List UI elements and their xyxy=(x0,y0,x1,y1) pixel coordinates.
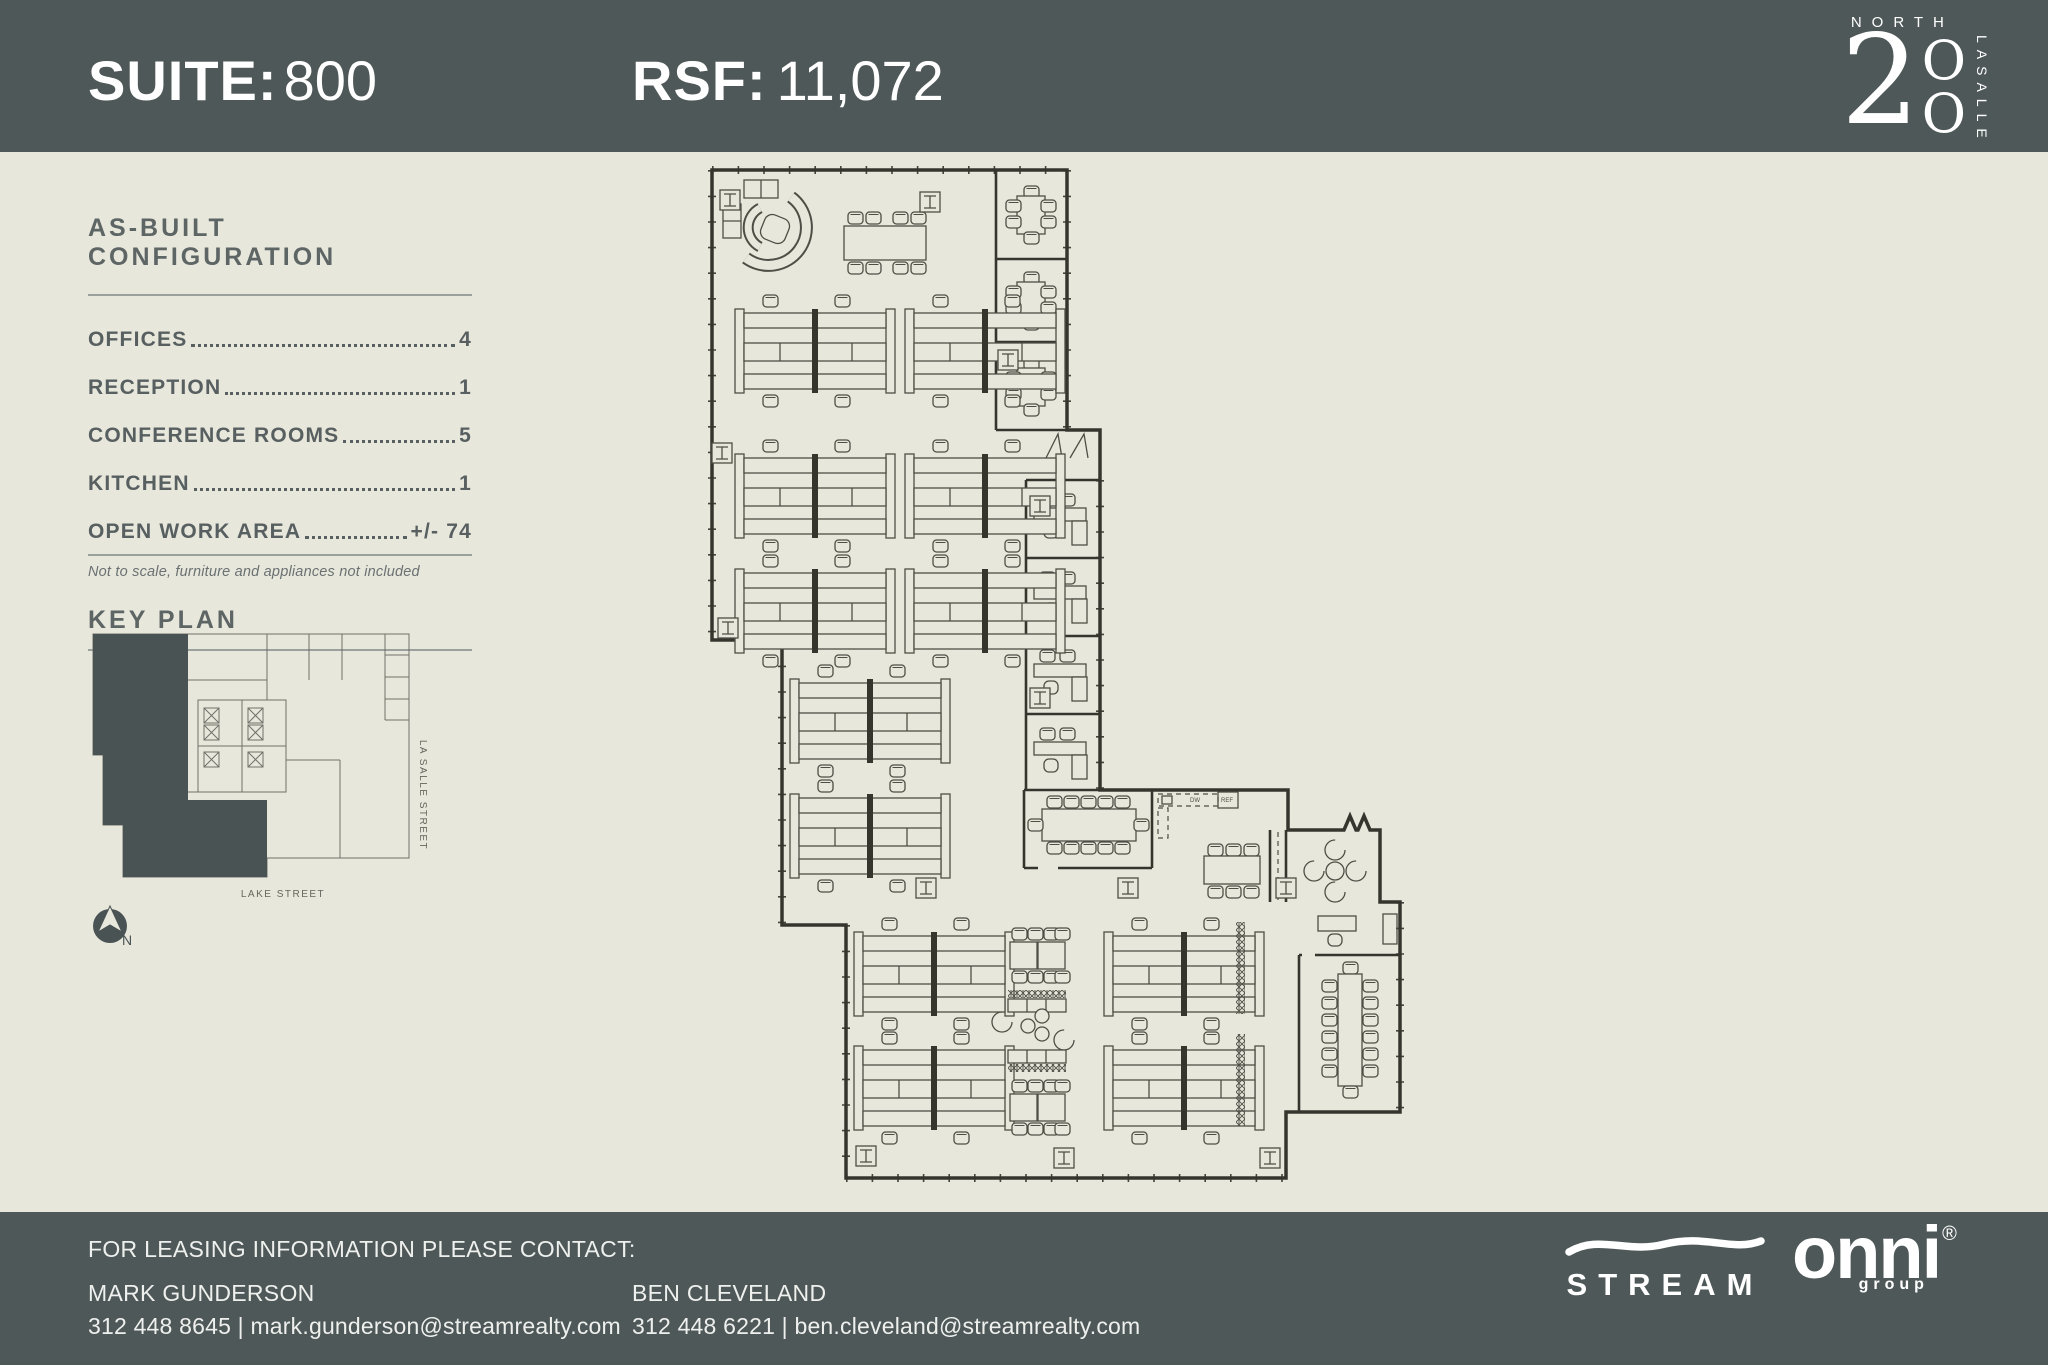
kitchen-ref-label: REF xyxy=(1221,798,1233,804)
config-label: CONFERENCE ROOMS xyxy=(88,424,340,447)
lounge-area xyxy=(1303,839,1367,903)
building-logo: NORTH 2 O O LASALLE xyxy=(1841,14,1990,155)
sidebar: AS-BUILT CONFIGURATION OFFICES 4 RECEPTI… xyxy=(88,214,472,651)
key-plan-map: LA SALLE STREET LAKE STREET N xyxy=(92,633,428,948)
building-logo-o-bottom: O xyxy=(1921,81,1966,145)
config-value: 4 xyxy=(459,328,472,351)
suite-title: SUITE:800 xyxy=(88,48,377,113)
config-list: OFFICES 4 RECEPTION 1 CONFERENCE ROOMS 5… xyxy=(88,304,472,544)
contact-phone-email[interactable]: 312 448 6221 | ben.cleveland@streamrealt… xyxy=(632,1313,1141,1339)
onni-wordmark: onni xyxy=(1792,1211,1942,1294)
keyplan-street-lasalle: LA SALLE STREET xyxy=(417,740,428,850)
rsf-title: RSF:11,072 xyxy=(632,48,944,113)
dotted-leader xyxy=(225,392,456,395)
onni-group-label: group xyxy=(1858,1276,1929,1293)
dotted-leader xyxy=(191,344,456,347)
config-row-open-work-area: OPEN WORK AREA +/- 74 xyxy=(88,496,472,544)
floor-plan: DW REF xyxy=(708,166,1404,1182)
touchdown-desk xyxy=(1317,915,1357,947)
keyplan-street-lake: LAKE STREET xyxy=(241,889,325,900)
open-conference-table xyxy=(843,211,927,275)
config-value: 5 xyxy=(459,424,472,447)
building-logo-north: NORTH xyxy=(1850,14,1954,31)
rsf-label: RSF: xyxy=(632,49,767,112)
keyplan-title: KEY PLAN xyxy=(88,606,238,634)
benching-workstations xyxy=(735,295,1277,1144)
footer-bar: FOR LEASING INFORMATION PLEASE CONTACT: … xyxy=(0,1212,2048,1365)
conference-room-14-table xyxy=(1322,962,1378,1098)
suite-number: 800 xyxy=(283,49,377,112)
header-bar: SUITE:800 RSF:11,072 NORTH 2 O O LASALLE xyxy=(0,0,2048,152)
keyplan-suite-highlight xyxy=(93,634,267,877)
config-label: OPEN WORK AREA xyxy=(88,520,302,543)
building-logo-lasalle: LASALLE xyxy=(1974,35,1990,145)
config-row-kitchen: KITCHEN 1 xyxy=(88,448,472,496)
contact-mark-gunderson: MARK GUNDERSON 312 448 8645 | mark.gunde… xyxy=(88,1280,621,1340)
dotted-leader xyxy=(193,488,456,491)
contact-name: MARK GUNDERSON xyxy=(88,1280,315,1306)
leasing-contact-heading: FOR LEASING INFORMATION PLEASE CONTACT: xyxy=(88,1236,636,1262)
conference-room-12-table xyxy=(1028,796,1149,854)
config-bottom-rule xyxy=(88,554,472,556)
config-label: KITCHEN xyxy=(88,472,190,495)
config-label: RECEPTION xyxy=(88,376,222,399)
contact-ben-cleveland: BEN CLEVELAND 312 448 6221 | ben.clevela… xyxy=(632,1280,1140,1340)
scale-note: Not to scale, furniture and appliances n… xyxy=(88,564,420,580)
registered-mark: ® xyxy=(1942,1223,1957,1245)
cafe-breakout-area xyxy=(991,928,1075,1135)
stream-wave-icon xyxy=(1565,1237,1765,1256)
stream-logo: STREAM xyxy=(1565,1230,1765,1303)
reception-area xyxy=(722,179,813,272)
kitchen-dw-label: DW xyxy=(1190,798,1200,804)
rsf-value: 11,072 xyxy=(776,49,944,112)
north-arrow-icon: N xyxy=(93,904,132,948)
config-value: 1 xyxy=(459,472,472,495)
config-row-conference-rooms: CONFERENCE ROOMS 5 xyxy=(88,400,472,448)
onni-logo: onni® group xyxy=(1792,1216,1957,1294)
dotted-leader xyxy=(343,440,456,443)
building-logo-digit: 2 xyxy=(1840,9,1920,153)
config-title: AS-BUILT CONFIGURATION xyxy=(88,214,337,271)
kitchen-table xyxy=(1203,843,1261,899)
dotted-leader xyxy=(305,536,407,539)
config-value: 1 xyxy=(459,376,472,399)
suite-label: SUITE: xyxy=(88,49,278,112)
north-arrow-label: N xyxy=(122,932,132,948)
contact-phone-email[interactable]: 312 448 8645 | mark.gunderson@streamreal… xyxy=(88,1313,621,1339)
config-row-offices: OFFICES 4 xyxy=(88,304,472,352)
contact-name: BEN CLEVELAND xyxy=(632,1280,827,1306)
keyplan-title-rule xyxy=(88,649,472,651)
config-value: +/- 74 xyxy=(410,520,472,543)
building-logo-o-top: O xyxy=(1921,29,1966,92)
stream-wordmark: STREAM xyxy=(1566,1267,1764,1302)
config-title-rule xyxy=(88,294,472,296)
config-label: OFFICES xyxy=(88,328,188,351)
config-row-reception: RECEPTION 1 xyxy=(88,352,472,400)
